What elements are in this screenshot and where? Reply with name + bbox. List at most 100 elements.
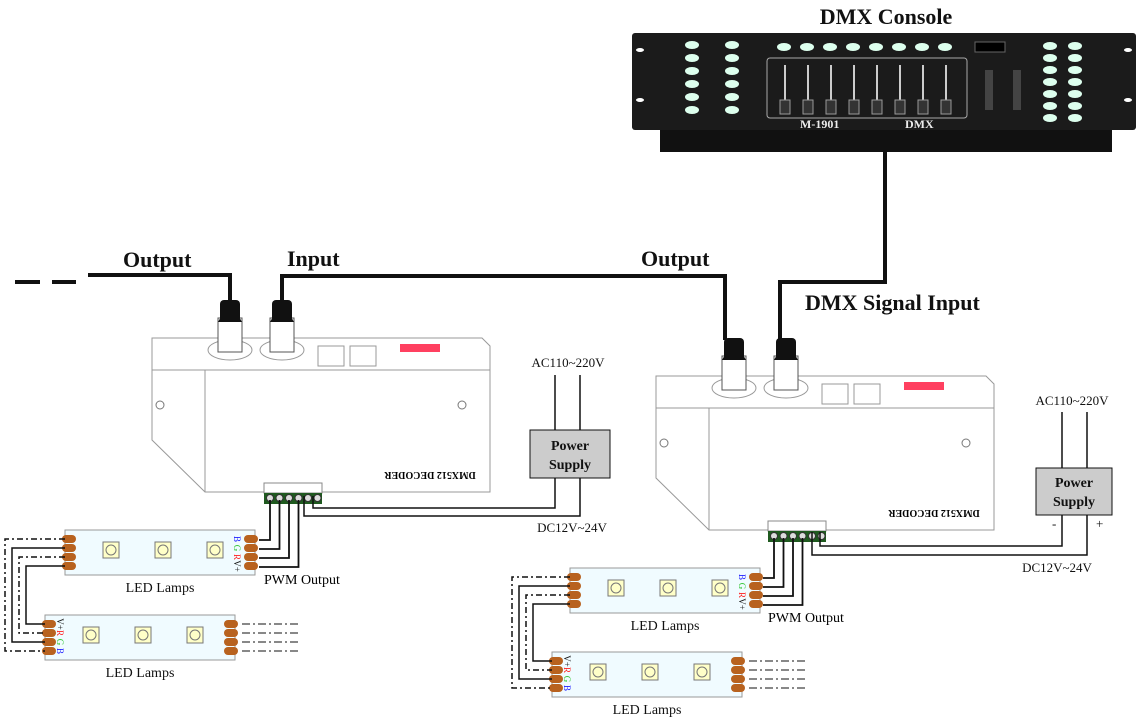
cable-console	[778, 150, 887, 340]
label-output-right: Output	[641, 246, 710, 271]
solder-pad	[42, 647, 56, 655]
console-model: M-1901	[800, 117, 839, 131]
led-chip	[607, 579, 625, 597]
decoder-body	[655, 375, 995, 531]
led-lens	[714, 582, 726, 594]
led-chip	[82, 626, 100, 644]
fader-knob	[894, 99, 906, 115]
terminal-screw	[313, 494, 322, 502]
solder-pad	[42, 629, 56, 637]
scanner-button	[685, 106, 699, 114]
power-supply-label: Supply	[549, 458, 591, 473]
terminal-block	[264, 493, 322, 504]
function-button	[1043, 54, 1057, 62]
xlr-connector	[721, 355, 747, 391]
solder-pad	[549, 666, 563, 674]
pwm-wire	[259, 500, 300, 568]
led-lens	[610, 582, 622, 594]
led-chip	[693, 663, 711, 681]
scene-button	[938, 43, 952, 51]
led-lens	[592, 666, 604, 678]
channel-label: G	[737, 583, 747, 590]
solder-pad	[749, 600, 763, 608]
channel-label: G	[232, 545, 242, 552]
scanner-button	[685, 54, 699, 62]
function-button	[1068, 66, 1082, 74]
channel-label: V+	[55, 618, 65, 630]
pwm-wire	[259, 500, 271, 541]
pwm-wire	[763, 538, 794, 597]
decoder-body	[151, 337, 491, 493]
scanner-button	[685, 93, 699, 101]
channel-label: R	[562, 667, 572, 673]
xlr-plug-body	[220, 300, 240, 322]
pwm-wire	[763, 538, 804, 606]
led-lens	[85, 629, 97, 641]
led-chip	[641, 663, 659, 681]
decoder-edges	[655, 386, 994, 530]
function-button	[1043, 102, 1057, 110]
fader-knob	[940, 99, 952, 115]
solder-pad	[62, 535, 76, 543]
solder-pad	[731, 666, 745, 674]
channel-label: B	[562, 685, 572, 691]
scene-button	[846, 43, 860, 51]
label-dmx-signal-input: DMX Signal Input	[805, 290, 981, 315]
led-chip	[206, 541, 224, 559]
solder-pad	[62, 562, 76, 570]
power-supply-2	[1035, 467, 1113, 516]
mount-hole	[155, 400, 165, 410]
channel-label: G	[55, 639, 65, 646]
minus-sign: -	[1052, 516, 1056, 531]
plus-sign: +	[1096, 516, 1103, 531]
led-lamps-label: LED Lamps	[106, 666, 175, 681]
link-wire	[25, 565, 65, 625]
pwm-output-label: PWM Output	[768, 611, 844, 626]
solder-pad	[749, 591, 763, 599]
function-button	[1043, 90, 1057, 98]
link-wire	[4, 538, 65, 652]
led-display	[974, 41, 1006, 53]
xlr-plug-body	[724, 338, 744, 360]
fade-fader	[1013, 70, 1021, 110]
power-supply-label: Power	[551, 439, 589, 454]
solder-pad	[244, 562, 258, 570]
channel-label: V+	[232, 560, 242, 572]
led-chip	[659, 579, 677, 597]
channel-label: B	[232, 536, 242, 542]
dmx-cables	[15, 150, 887, 340]
function-button	[1043, 42, 1057, 50]
function-button	[1068, 42, 1082, 50]
speed-fader	[985, 70, 993, 110]
solder-pad	[42, 620, 56, 628]
scene-button	[823, 43, 837, 51]
solder-pad	[731, 675, 745, 683]
led-lamps-label: LED Lamps	[126, 581, 195, 596]
scanner-button	[725, 93, 739, 101]
xlr-connector	[269, 317, 295, 353]
pwm-wire	[259, 500, 281, 550]
terminal-screw	[817, 532, 826, 540]
solder-pad	[549, 684, 563, 692]
led-lens	[696, 666, 708, 678]
rack-hole	[636, 98, 644, 102]
decoder-edges	[151, 348, 490, 492]
led-lens	[157, 544, 169, 556]
channel-label: V+	[737, 598, 747, 610]
solder-pad	[244, 544, 258, 552]
ac-label-2: AC110~220V	[1036, 393, 1110, 408]
solder-pad	[567, 591, 581, 599]
scene-button	[777, 43, 791, 51]
rj45-port	[317, 345, 345, 367]
led-lens	[137, 629, 149, 641]
pwm-wire	[763, 538, 785, 588]
pwm-wires	[763, 538, 804, 606]
fader-knob	[848, 99, 860, 115]
fader-knob	[825, 99, 837, 115]
solder-pad	[567, 582, 581, 590]
solder-pad	[731, 684, 745, 692]
mount-hole	[659, 438, 669, 448]
pwm-wire	[259, 500, 290, 559]
